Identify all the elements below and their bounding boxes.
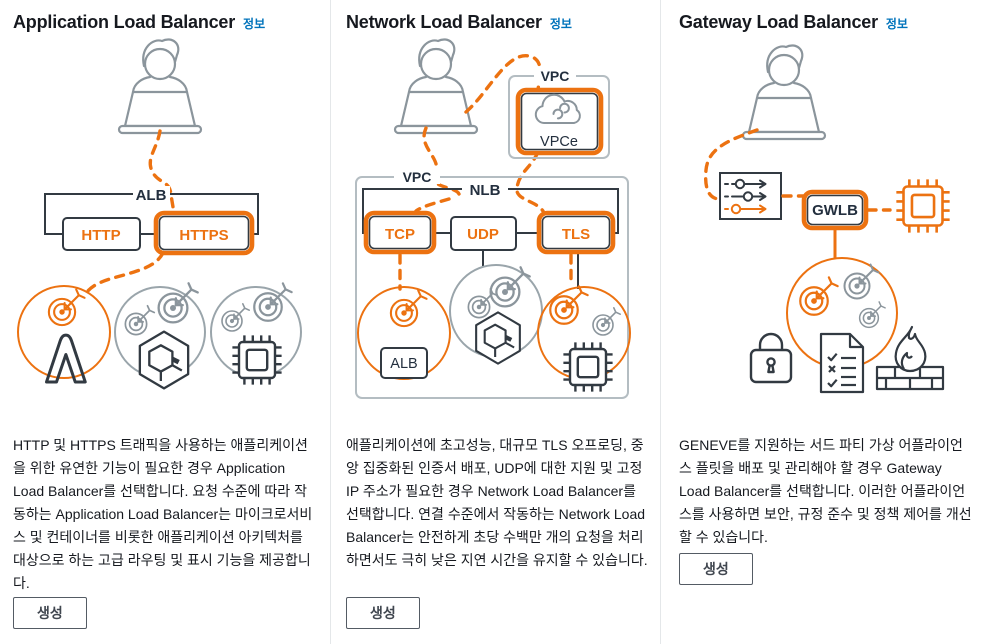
firewall-icon (875, 325, 945, 391)
create-button[interactable]: 생성 (679, 553, 753, 585)
alb-header: Application Load Balancer 정보 (13, 12, 265, 33)
person-laptop-icon (117, 38, 203, 135)
target-icon (124, 304, 156, 336)
nlb-group-label: NLB (470, 182, 501, 199)
gwlb-diagram: GWLB (703, 44, 951, 394)
nlb-panel: Network Load Balancer 정보 VPC VPCe VPC NL… (330, 0, 660, 644)
nlb-diagram: VPC VPCe VPC NLB TCP UDP TLS (355, 38, 631, 399)
tls-listener-box (536, 210, 616, 255)
lambda-target-group-circle (17, 285, 111, 379)
gwlb-panel: Gateway Load Balancer 정보 (660, 0, 987, 644)
target-icon (592, 306, 622, 336)
target-icon (47, 288, 86, 327)
page-title: Application Load Balancer (13, 12, 236, 32)
udp-listener-box (450, 216, 517, 251)
ec2-chip-icon (231, 334, 283, 386)
target-icon (389, 289, 428, 328)
panel-description: HTTP 및 HTTPS 트래픽을 사용하는 애플리케이션을 위한 유연한 기능… (13, 437, 313, 591)
create-button[interactable]: 생성 (346, 597, 420, 629)
gwlb-header: Gateway Load Balancer 정보 (679, 12, 908, 33)
nlb-header: Network Load Balancer 정보 (346, 12, 572, 33)
lock-icon (749, 332, 793, 384)
info-link[interactable]: 정보 (885, 17, 908, 31)
alb-diagram: ALB HTTP HTTPS (17, 38, 302, 410)
gwlb-label: GWLB (812, 202, 858, 219)
udp-label: UDP (467, 226, 499, 243)
appliance-chip-icon (895, 178, 951, 234)
info-link[interactable]: 정보 (549, 17, 572, 31)
person-laptop-icon (741, 44, 827, 141)
person-laptop-icon (393, 38, 479, 135)
ec2-chip-icon (562, 341, 614, 393)
target-icon (858, 301, 886, 329)
panel-description: GENEVE를 지원하는 서드 파티 가상 어플라이언스 플릿을 배포 및 관리… (679, 437, 972, 545)
http-listener-box (62, 217, 141, 251)
vpc-boundary (355, 176, 629, 399)
panel-description: 애플리케이션에 초고성능, 대규모 TLS 오프로딩, 중앙 집중화된 인증서 … (346, 437, 648, 568)
https-label: HTTPS (179, 227, 228, 244)
http-label: HTTP (81, 227, 120, 244)
vpc-label: VPC (403, 169, 432, 185)
tcp-listener-box (363, 210, 437, 255)
tcp-label: TCP (385, 226, 415, 243)
create-button[interactable]: 생성 (13, 597, 87, 629)
target-icon (549, 285, 589, 325)
page-title: Network Load Balancer (346, 12, 542, 32)
alb-group-label: ALB (136, 187, 167, 204)
traffic-dashed-line (703, 128, 759, 201)
target-icon (221, 302, 250, 332)
target-icon (467, 287, 499, 319)
vpce-label: VPCe (540, 134, 578, 150)
target-icon (799, 276, 839, 316)
info-link[interactable]: 정보 (243, 17, 266, 31)
vpce-box (515, 87, 604, 156)
target-icon (489, 266, 531, 308)
route-rules-icon (719, 172, 782, 220)
page-title: Gateway Load Balancer (679, 12, 878, 32)
vpc-top-label: VPC (541, 68, 570, 84)
alb-panel: Application Load Balancer 정보 ALB HTTP HT… (0, 0, 330, 644)
tls-label: TLS (562, 226, 590, 243)
alb-target-box (380, 347, 428, 379)
target-icon (253, 282, 293, 322)
container-hexagon-icon (140, 332, 188, 389)
alb-target-label: ALB (390, 356, 417, 372)
https-listener-box (153, 210, 255, 256)
target-icon (157, 282, 199, 324)
checklist-icon (819, 332, 865, 394)
target-icon (843, 263, 880, 300)
